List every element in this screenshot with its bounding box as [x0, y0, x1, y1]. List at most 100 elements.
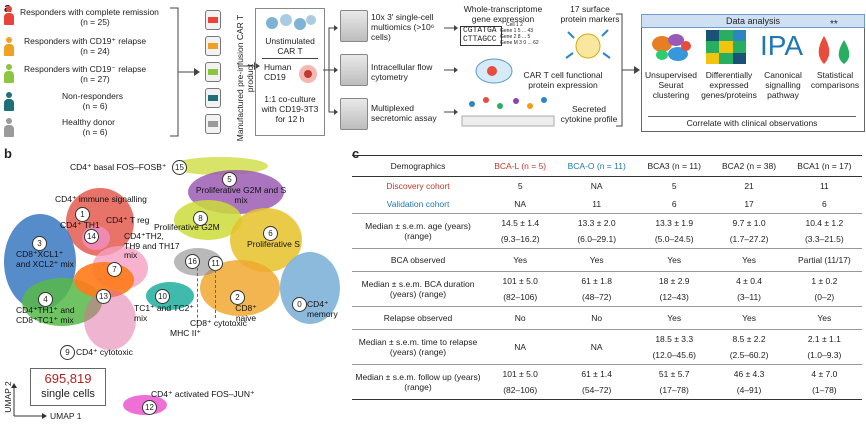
table-cell: 14.5 ± 1.4(9.3–16.2)	[484, 214, 556, 249]
violin-plot-icon	[818, 36, 850, 64]
cell-range: (82–106)	[503, 292, 538, 302]
table-cell: 6	[821, 199, 827, 209]
group-label: Responders with complete remission	[20, 7, 159, 17]
table-cell: 11	[819, 181, 829, 191]
cell-range: (54–72)	[582, 385, 612, 395]
cluster-label: CD8⁺ cytotoxic	[190, 318, 247, 328]
sequence-2: CTTAGCC	[463, 35, 497, 44]
person-icon	[3, 118, 15, 138]
cluster-label: CD4⁺ T reg	[106, 215, 150, 225]
cluster-label: CD8⁺ naive	[235, 303, 257, 323]
table-cell: Yes	[667, 313, 682, 323]
cluster-label: CD4⁺ immune signalling	[55, 194, 147, 204]
matrix-header: Cell 1 2	[506, 22, 523, 28]
cytokine-icon	[461, 97, 555, 127]
culture-top-label: Unstimulated CAR T	[265, 36, 315, 56]
cluster-number: 11	[208, 256, 223, 271]
row-label: Relapse observed	[383, 313, 453, 323]
table-cell: 13.3 ± 1.9(5.0–24.5)	[637, 214, 711, 249]
cell-value: 9.7 ± 1.0	[732, 218, 766, 228]
cell-value: 101 ± 5.0	[502, 276, 538, 286]
table-cell: Partial (11/17)	[797, 255, 851, 265]
cell-value: 8.5 ± 2.2	[732, 334, 766, 344]
cell-range: (3.3–21.5)	[804, 234, 844, 244]
cluster-number: 2	[230, 290, 245, 305]
group-n: (n = 24)	[80, 46, 110, 56]
cluster-number: 3	[32, 236, 47, 251]
table-cell: 1 ± 0.2 (0–2)	[787, 272, 862, 307]
functional-cell-icon	[475, 58, 513, 84]
cell-range: (12.0–45.6)	[652, 350, 696, 360]
cell-value: 61 ± 1.4	[581, 369, 613, 379]
matrix-row: Gene 2 8 ... 5	[500, 34, 531, 40]
table-row: Median ± s.e.m. follow up (years) (range…	[352, 365, 862, 400]
analysis-item: Differentially expressed genes/proteins	[701, 70, 757, 100]
cell-value: 1 ± 0.2	[811, 276, 838, 286]
cell-range: (48–72)	[582, 292, 612, 302]
row-label: Median ± s.e.m. follow up (years) (range…	[355, 372, 481, 392]
header-cell: BCA1 (n = 17)	[797, 161, 852, 171]
analysis-item: Canonical signalling pathway	[764, 70, 802, 100]
cluster-label: TC1⁺ and TC2⁺ mix	[134, 303, 194, 323]
row-label: Discovery cohort	[386, 181, 450, 191]
mhc-leader	[197, 268, 198, 328]
cluster-number: 6	[263, 226, 278, 241]
cluster-number: 0	[292, 297, 307, 312]
cell-range: (82–106)	[503, 385, 538, 395]
umap2-label: UMAP 2	[2, 381, 13, 413]
secreted-label: Secreted cytokine profile	[560, 104, 618, 124]
cluster-label: CD4⁺TH1⁺ and CD8⁺TC1⁺ mix	[16, 305, 75, 325]
analysis-header: Data analysis	[641, 14, 865, 28]
cell-range: (5.0–24.5)	[654, 234, 694, 244]
table-cell: 51 ± 5.7(17–78)	[637, 365, 711, 400]
group-n: (n = 27)	[80, 74, 110, 84]
bag-icon	[205, 62, 221, 82]
cluster-label: CD8⁺XCL1⁺ and XCL2⁺ mix	[16, 249, 74, 269]
cell-cluster-icon	[266, 14, 316, 30]
row-label: Median ± s.e.m. BCA duration (years) (ra…	[361, 279, 475, 299]
matrix-row: Gene 1 5 ... 43	[500, 28, 534, 34]
panel-b-letter: b	[4, 146, 12, 161]
table-cell: No	[591, 313, 603, 323]
cell-value: 2.1 ± 1.1	[807, 334, 841, 344]
cluster-label: CD4⁺ basal FOS–FOSB⁺	[70, 162, 167, 172]
cluster-label: CD4⁺ cytotoxic	[76, 347, 133, 357]
cell-value: 46 ± 4.3	[733, 369, 765, 379]
markers-label: 17 surface protein markers	[560, 4, 620, 24]
umap-plot	[4, 157, 340, 419]
cluster-number: 12	[142, 400, 157, 415]
header-cell: BCA-O (n = 11)	[567, 161, 626, 171]
antibody-cell-icon	[565, 29, 611, 59]
culture-bottom-label: 1:1 co-culture with CD19-3T3 for 12 h	[261, 94, 319, 124]
cell-range: (4–91)	[736, 385, 762, 395]
group-n: (n = 25)	[80, 17, 110, 27]
cluster-label: CD4⁺ TH1	[60, 220, 100, 230]
cluster-number: 5	[222, 172, 237, 187]
bag-icon	[205, 114, 221, 134]
analysis-footer: Correlate with clinical observations	[686, 118, 818, 128]
assay-output-arrows	[444, 25, 458, 115]
table-cell: Yes	[817, 313, 832, 323]
table-cell: 21	[744, 181, 754, 191]
table-header: Demographics BCA-L (n = 5) BCA-O (n = 11…	[352, 155, 862, 177]
group-label: Responders with CD19⁺ relapse	[24, 36, 147, 46]
cluster-9	[84, 290, 136, 350]
table-cell: 8.5 ± 2.2(2.5–60.2)	[711, 330, 786, 365]
group-label: Non-responders	[62, 91, 123, 101]
analysis-footer-divider	[648, 116, 856, 117]
culture-human-label: Human CD19	[264, 62, 292, 82]
flow-cytometer-icon	[340, 54, 368, 86]
cluster-number: 15	[172, 160, 187, 175]
panel-c-letter: c	[352, 146, 360, 161]
assay-branch-arrows	[323, 25, 338, 115]
table-cell: Yes	[667, 255, 682, 265]
table-cell: 11	[592, 199, 602, 209]
ipa-logo: IPA	[760, 30, 804, 61]
header-cell: Demographics	[390, 161, 446, 171]
cell-value: 18.5 ± 3.3	[655, 334, 694, 344]
table-cell: 101 ± 5.0(82–106)	[484, 365, 556, 400]
cell-range: (0–2)	[814, 292, 835, 302]
cell-value: 18 ± 2.9	[658, 276, 690, 286]
table-cell: 61 ± 1.4 (54–72)	[556, 365, 637, 400]
cluster-number: 16	[185, 254, 200, 269]
